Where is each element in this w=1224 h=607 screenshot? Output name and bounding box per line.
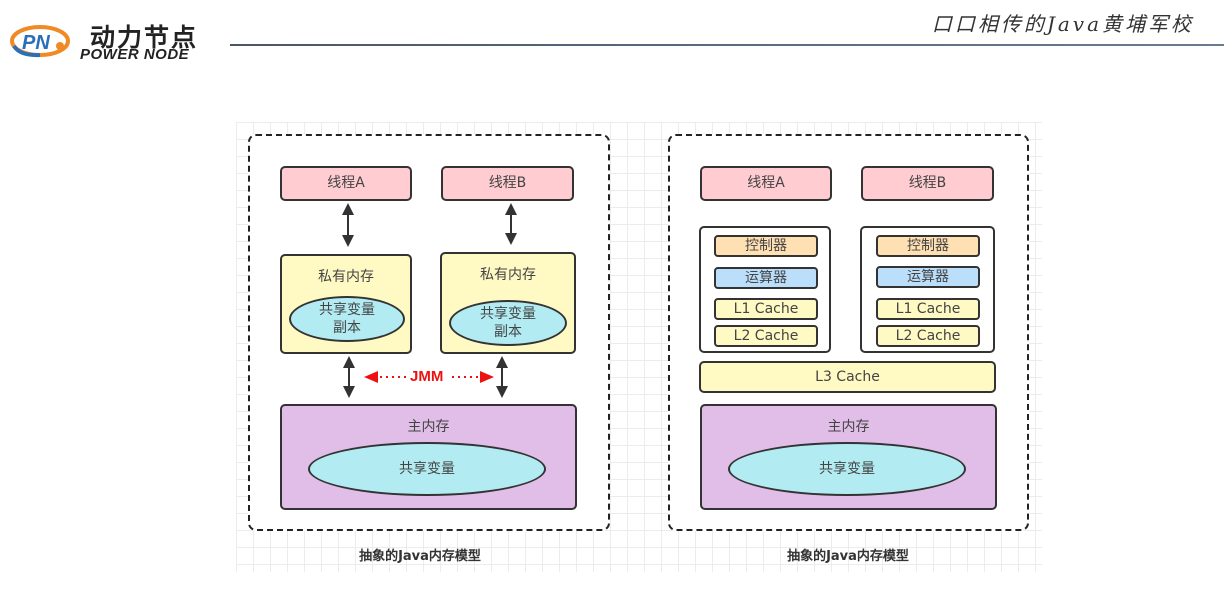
controller-b: 控制器 — [876, 235, 980, 257]
logo-chinese-text: 动力节点 — [90, 23, 199, 52]
pn-logo-icon: PN — [10, 25, 70, 58]
l2-cache-b: L2 Cache — [876, 325, 980, 347]
l1-cache-a-label: L1 Cache — [733, 301, 799, 317]
shared-variable-copy-a: 共享变量副本 — [289, 296, 405, 342]
thread-b-label: 线程B — [488, 175, 527, 191]
controller-a-label: 控制器 — [745, 238, 787, 254]
shared-variable-right-label: 共享变量 — [819, 461, 875, 477]
jmm-label: JMM — [410, 368, 444, 385]
main-memory-left: 主内存 共享变量 — [280, 404, 577, 510]
header-divider — [230, 44, 1224, 46]
alu-b: 运算器 — [876, 266, 980, 288]
shared-copy-a-line1: 共享变量 — [319, 302, 375, 318]
l3-cache: L3 Cache — [699, 361, 996, 393]
controller-b-label: 控制器 — [907, 238, 949, 254]
right-diagram-caption: 抽象的Java内存模型 — [787, 549, 909, 564]
hw-thread-b-label: 线程B — [908, 175, 947, 191]
thread-a-label: 线程A — [327, 175, 365, 191]
alu-a: 运算器 — [714, 267, 818, 289]
shared-copy-b-line1: 共享变量 — [480, 306, 536, 322]
bidirectional-arrow-a-top — [342, 203, 354, 247]
bidirectional-arrow-b-bottom — [496, 356, 508, 398]
hw-thread-a-label: 线程A — [747, 175, 785, 191]
l3-cache-label: L3 Cache — [815, 369, 880, 385]
private-memory-a-label: 私有内存 — [318, 269, 374, 285]
hw-thread-a-box: 线程A — [700, 166, 832, 201]
private-memory-b-label: 私有内存 — [480, 267, 536, 283]
header-slogan: 口口相传的Java黄埔军校 — [931, 12, 1194, 36]
bidirectional-arrow-a-bottom — [343, 356, 355, 398]
shared-copy-b-line2: 副本 — [494, 324, 522, 340]
jmm-arrow-right — [452, 371, 494, 383]
svg-text:PN: PN — [22, 32, 50, 54]
left-diagram-caption: 抽象的Java内存模型 — [359, 549, 481, 564]
alu-a-label: 运算器 — [745, 270, 787, 286]
shared-copy-a-line2: 副本 — [333, 320, 361, 336]
main-memory-right: 主内存 共享变量 — [700, 404, 997, 510]
shared-variable-right: 共享变量 — [728, 442, 966, 496]
bidirectional-arrow-b-top — [505, 203, 517, 245]
power-node-logo: PN 动力节点 POWER NODE — [10, 12, 220, 64]
l2-cache-a-label: L2 Cache — [733, 328, 799, 344]
shared-variable-copy-b: 共享变量副本 — [449, 300, 567, 346]
jmm-arrow-left — [364, 371, 408, 383]
private-memory-b: 私有内存 共享变量副本 — [440, 252, 576, 354]
cpu-core-b: 控制器 运算器 L1 Cache L2 Cache — [860, 226, 995, 353]
alu-b-label: 运算器 — [907, 269, 949, 285]
shared-variable-left-label: 共享变量 — [399, 461, 455, 477]
l2-cache-a: L2 Cache — [714, 325, 818, 347]
controller-a: 控制器 — [714, 235, 818, 257]
l1-cache-b-label: L1 Cache — [895, 301, 961, 317]
l2-cache-b-label: L2 Cache — [895, 328, 961, 344]
hw-thread-b-box: 线程B — [861, 166, 994, 201]
thread-a-box: 线程A — [280, 166, 412, 201]
logo-english-text: POWER NODE — [80, 46, 190, 63]
thread-b-box: 线程B — [441, 166, 574, 201]
private-memory-a: 私有内存 共享变量副本 — [280, 254, 412, 354]
main-memory-right-label: 主内存 — [827, 419, 870, 435]
shared-variable-left: 共享变量 — [308, 442, 546, 496]
main-memory-left-label: 主内存 — [407, 419, 450, 435]
l1-cache-a: L1 Cache — [714, 298, 818, 320]
l1-cache-b: L1 Cache — [876, 298, 980, 320]
cpu-core-a: 控制器 运算器 L1 Cache L2 Cache — [699, 226, 831, 353]
